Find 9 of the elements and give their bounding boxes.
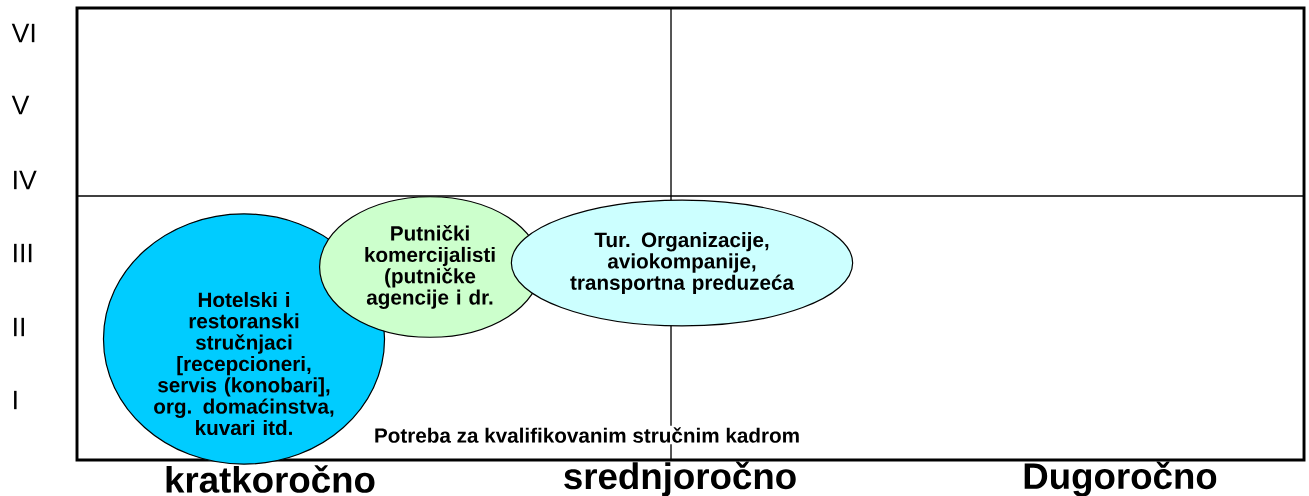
roman-numeral: I xyxy=(14,390,17,410)
roman-numeral: II xyxy=(14,317,24,337)
axis-label: srednjoročno xyxy=(564,461,796,496)
roman-numeral: IV xyxy=(14,170,37,190)
chart-note: Potreba za kvalifikovanim stručnim kadrom xyxy=(372,425,802,445)
roman-numeral: III xyxy=(14,243,32,263)
roman-numeral: VI xyxy=(11,23,35,43)
roman-numeral: V xyxy=(11,95,30,115)
axis-label: Dugoročno xyxy=(1024,461,1217,496)
